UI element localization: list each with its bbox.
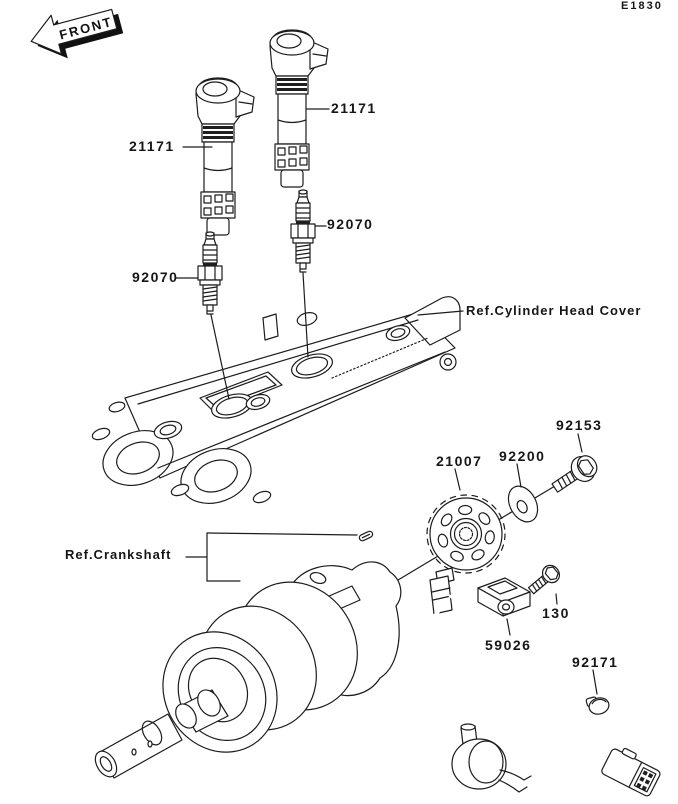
label-pickup-bolt: 130 — [542, 605, 570, 621]
label-clamp: 92171 — [572, 654, 619, 670]
label-head-cover-ref: Ref.Cylinder Head Cover — [466, 303, 642, 318]
label-plug-left: 92070 — [132, 269, 179, 285]
ignition-coil-left — [195, 77, 255, 236]
label-coil-right: 21171 — [331, 100, 377, 116]
label-plug-right: 92070 — [327, 216, 374, 232]
woodruff-key — [358, 530, 374, 542]
timing-rotor — [426, 494, 506, 574]
label-washer: 92200 — [499, 448, 546, 464]
clamp — [585, 696, 610, 715]
label-pickup-coil: 59026 — [485, 637, 532, 653]
wiring-harness — [416, 610, 608, 758]
front-arrow-icon: FRONT — [30, 8, 124, 59]
spark-plug-left — [197, 231, 223, 315]
pickup-coil — [429, 567, 531, 617]
connector — [601, 747, 661, 797]
label-rotor: 21007 — [436, 453, 483, 469]
label-coil-left: 21171 — [129, 138, 175, 154]
cylinder-head-cover — [91, 296, 461, 504]
spark-plug-right — [290, 189, 316, 273]
pickup-bolt — [527, 564, 561, 595]
label-crankshaft-ref: Ref.Crankshaft — [65, 547, 172, 562]
crankshaft — [94, 561, 402, 779]
diagram-code: E1830 — [621, 0, 663, 12]
grommet-plug — [451, 723, 532, 793]
label-rotor-bolt: 92153 — [556, 417, 603, 433]
washer — [507, 485, 539, 523]
leader-lines — [175, 108, 598, 695]
rotor-bolt — [551, 455, 598, 493]
crankshaft-bracket — [185, 532, 358, 582]
